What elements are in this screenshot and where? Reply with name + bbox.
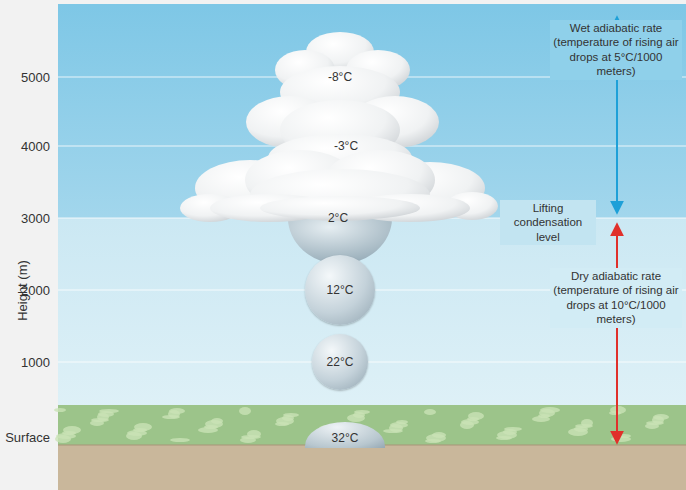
temperature-value: 32°C [332, 431, 359, 445]
air-parcel: 22°C [312, 334, 368, 390]
level-annotation: Lifting condensation level [500, 200, 596, 245]
temperature-value: 12°C [327, 283, 354, 297]
temperature-value: -3°C [334, 139, 358, 153]
axis-value: 4000 [21, 139, 50, 154]
cloud: -8°C -3°C 2°C [180, 30, 500, 265]
temperature-value: -8°C [328, 70, 352, 84]
air-parcel: 12°C [305, 255, 375, 325]
temperature-value: 22°C [327, 355, 354, 369]
axis-value: 5000 [21, 70, 50, 85]
axis-title: Height (m) [15, 260, 30, 321]
axis-value: Surface [5, 430, 50, 445]
rate-annotation: Dry adiabatic rate (temperature of risin… [550, 268, 682, 328]
rate-annotation: Wet adiabatic rate (temperature of risin… [550, 20, 682, 80]
temperature-value: 2°C [328, 211, 348, 225]
axis-value: 3000 [21, 211, 50, 226]
axis-value: 1000 [21, 355, 50, 370]
